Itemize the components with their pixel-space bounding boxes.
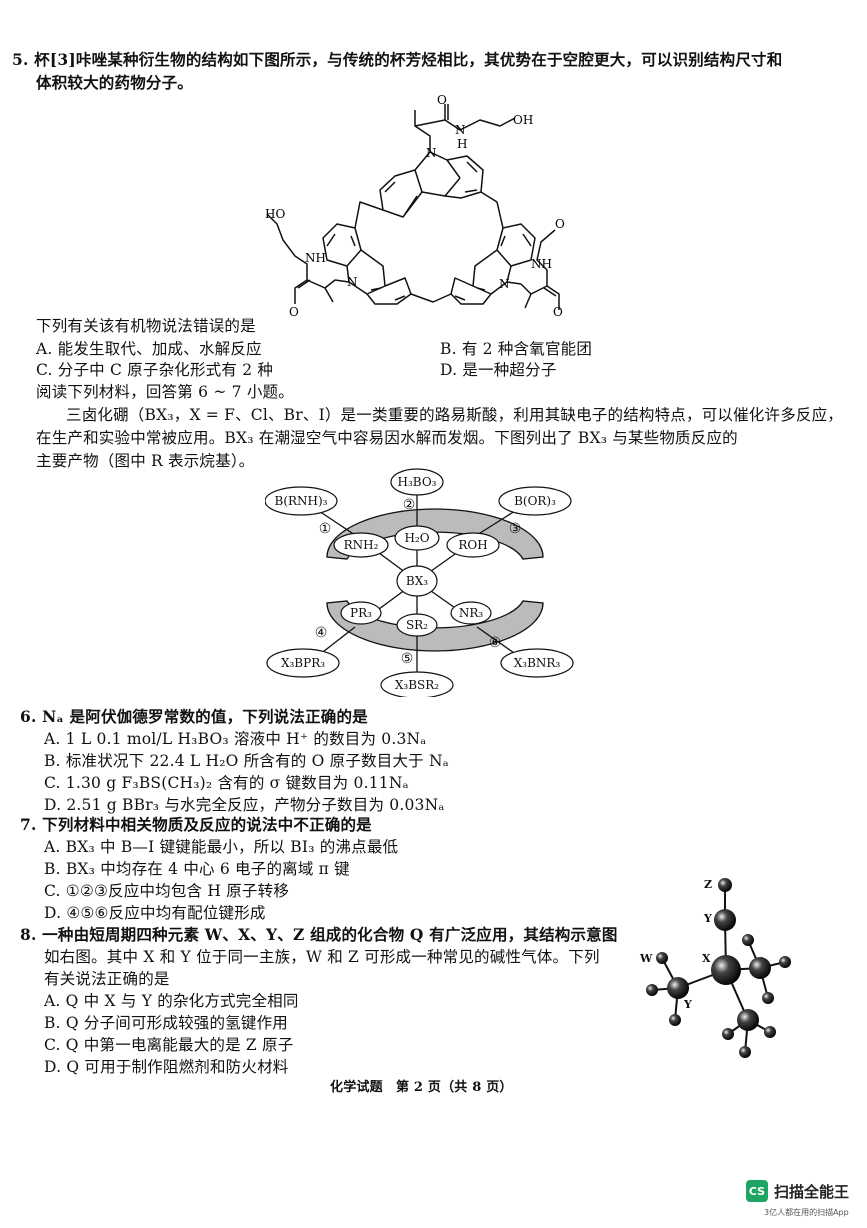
node-pr3: PR₃ xyxy=(350,606,372,620)
mol-oh-right: OH xyxy=(555,217,565,231)
atom-label-y-lower: Y xyxy=(683,998,692,1011)
material-paragraph-line2: 在生产和实验中常被应用。BX₃ 在潮湿空气中容易因水解而发烟。下图列出了 BX₃… xyxy=(36,429,738,447)
q7-option-c[interactable]: C. ①②③反应中均包含 H 原子转移 xyxy=(44,882,290,900)
reaction-number-3: ③ xyxy=(509,521,522,537)
node-x3bpr3: X₃BPR₃ xyxy=(281,656,325,670)
node-brnh3: B(RNH)₃ xyxy=(275,494,328,508)
node-bx3: BX₃ xyxy=(406,574,428,588)
q6-option-b[interactable]: B. 标准状况下 22.4 L H₂O 所含有的 O 原子数目大于 Nₐ xyxy=(44,752,449,770)
mol-o-top: O xyxy=(437,93,447,107)
calixcarbazole-structure-figure: N O N H OH HO NH O N OH NH O N xyxy=(265,93,565,319)
mol-n-top: N xyxy=(426,146,437,160)
reaction-number-6: ⑥ xyxy=(489,635,502,651)
q7-stem: 7. 下列材料中相关物质及反应的说法中不正确的是 xyxy=(20,815,372,834)
q8-stem-line1: 8. 一种由短周期四种元素 W、X、Y、Z 组成的化合物 Q 有广泛应用，其结构… xyxy=(20,925,618,944)
q5-option-b[interactable]: B. 有 2 种含氧官能团 xyxy=(440,340,593,358)
q8-option-d[interactable]: D. Q 可用于制作阻燃剂和防火材料 xyxy=(44,1058,289,1076)
q5-question: 下列有关该有机物说法错误的是 xyxy=(36,317,256,335)
node-h3bo3: H₃BO₃ xyxy=(398,475,437,489)
q5-option-c[interactable]: C. 分子中 C 原子杂化形式有 2 种 xyxy=(36,361,274,379)
reaction-number-2: ② xyxy=(403,497,416,513)
atom-label-x: X xyxy=(702,952,711,965)
mol-n-right: N xyxy=(499,277,510,291)
mol-n-left: N xyxy=(347,275,358,289)
node-roh: ROH xyxy=(458,538,487,552)
node-sr2: SR₂ xyxy=(406,618,428,632)
material-intro: 阅读下列材料，回答第 6 ~ 7 小题。 xyxy=(36,383,294,401)
material-paragraph-line3: 主要产物（图中 R 表示烷基）。 xyxy=(36,452,255,470)
reaction-number-4: ④ xyxy=(315,625,328,641)
node-x3bsr2: X₃BSR₂ xyxy=(395,678,439,692)
node-x3bnr3: X₃BNR₃ xyxy=(514,656,561,670)
node-nr3: NR₃ xyxy=(459,606,484,620)
scanner-watermark: CS 扫描全能王 xyxy=(746,1180,849,1202)
scanner-brand: 扫描全能王 xyxy=(774,1182,850,1201)
mol-h-amide-top: H xyxy=(457,137,467,151)
bx3-reaction-diagram: BX₃ H₂O RNH₂ ROH H₃BO₃ B(RNH)₃ B(OR)₃ PR… xyxy=(265,468,574,697)
q7-option-b[interactable]: B. BX₃ 中均存在 4 中心 6 电子的离域 π 键 xyxy=(44,860,350,878)
mol-n-amide-top: N xyxy=(455,123,466,137)
q6-option-a[interactable]: A. 1 L 0.1 mol/L H₃BO₃ 溶液中 H⁺ 的数目为 0.3Nₐ xyxy=(44,730,427,748)
scanner-slogan: 3亿人都在用的扫描App xyxy=(764,1208,849,1217)
material-paragraph-line1: 三卤化硼（BX₃，X = F、Cl、Br、I）是一类重要的路易斯酸，利用其缺电子… xyxy=(66,406,844,424)
q5-stem-line1: 5. 杯[3]咔唑某种衍生物的结构如下图所示，与传统的杯芳烃相比，其优势在于空腔… xyxy=(12,50,783,69)
q5-option-d[interactable]: D. 是一种超分子 xyxy=(440,361,557,379)
q6-option-d[interactable]: D. 2.51 g BBr₃ 与水完全反应，产物分子数目为 0.03Nₐ xyxy=(44,796,445,814)
mol-ho-left: HO xyxy=(265,207,285,221)
atom-label-z: Z xyxy=(704,878,712,891)
mol-nh-left: NH xyxy=(305,251,326,265)
q8-stem-line3: 有关说法正确的是 xyxy=(44,970,170,988)
q8-molecule-structure-figure: Z Y W X Y xyxy=(639,878,791,1058)
q7-option-d[interactable]: D. ④⑤⑥反应中均有配位键形成 xyxy=(44,904,266,922)
atom-label-w: W xyxy=(639,952,653,965)
q5-stem-line2: 体积较大的药物分子。 xyxy=(36,73,194,92)
q8-option-a[interactable]: A. Q 中 X 与 Y 的杂化方式完全相同 xyxy=(44,992,299,1010)
q7-option-a[interactable]: A. BX₃ 中 B—I 键键能最小，所以 BI₃ 的沸点最低 xyxy=(44,838,399,856)
atom-label-y-upper: Y xyxy=(703,912,712,925)
mol-nh-right: NH xyxy=(531,257,552,271)
node-rnh2: RNH₂ xyxy=(344,538,379,552)
mol-o-right: O xyxy=(553,305,563,319)
q8-option-b[interactable]: B. Q 分子间可形成较强的氢键作用 xyxy=(44,1014,288,1032)
q8-option-c[interactable]: C. Q 中第一电离能最大的是 Z 原子 xyxy=(44,1036,294,1054)
q5-option-a[interactable]: A. 能发生取代、加成、水解反应 xyxy=(36,340,262,358)
q6-option-c[interactable]: C. 1.30 g F₃BS(CH₃)₂ 含有的 σ 键数目为 0.11Nₐ xyxy=(44,774,409,792)
reaction-number-5: ⑤ xyxy=(401,651,414,667)
mol-oh-top: OH xyxy=(513,113,533,127)
q8-stem-line2: 如右图。其中 X 和 Y 位于同一主族，W 和 Z 可形成一种常见的碱性气体。下… xyxy=(44,948,600,966)
camscanner-logo-icon: CS xyxy=(746,1180,768,1202)
reaction-number-1: ① xyxy=(319,521,332,537)
page-footer: 化学试题 第 2 页（共 8 页） xyxy=(330,1080,513,1095)
q6-stem: 6. Nₐ 是阿伏伽德罗常数的值，下列说法正确的是 xyxy=(20,707,368,726)
node-h2o: H₂O xyxy=(404,531,429,545)
node-bor3: B(OR)₃ xyxy=(514,494,556,508)
mol-o-left: O xyxy=(289,305,299,319)
